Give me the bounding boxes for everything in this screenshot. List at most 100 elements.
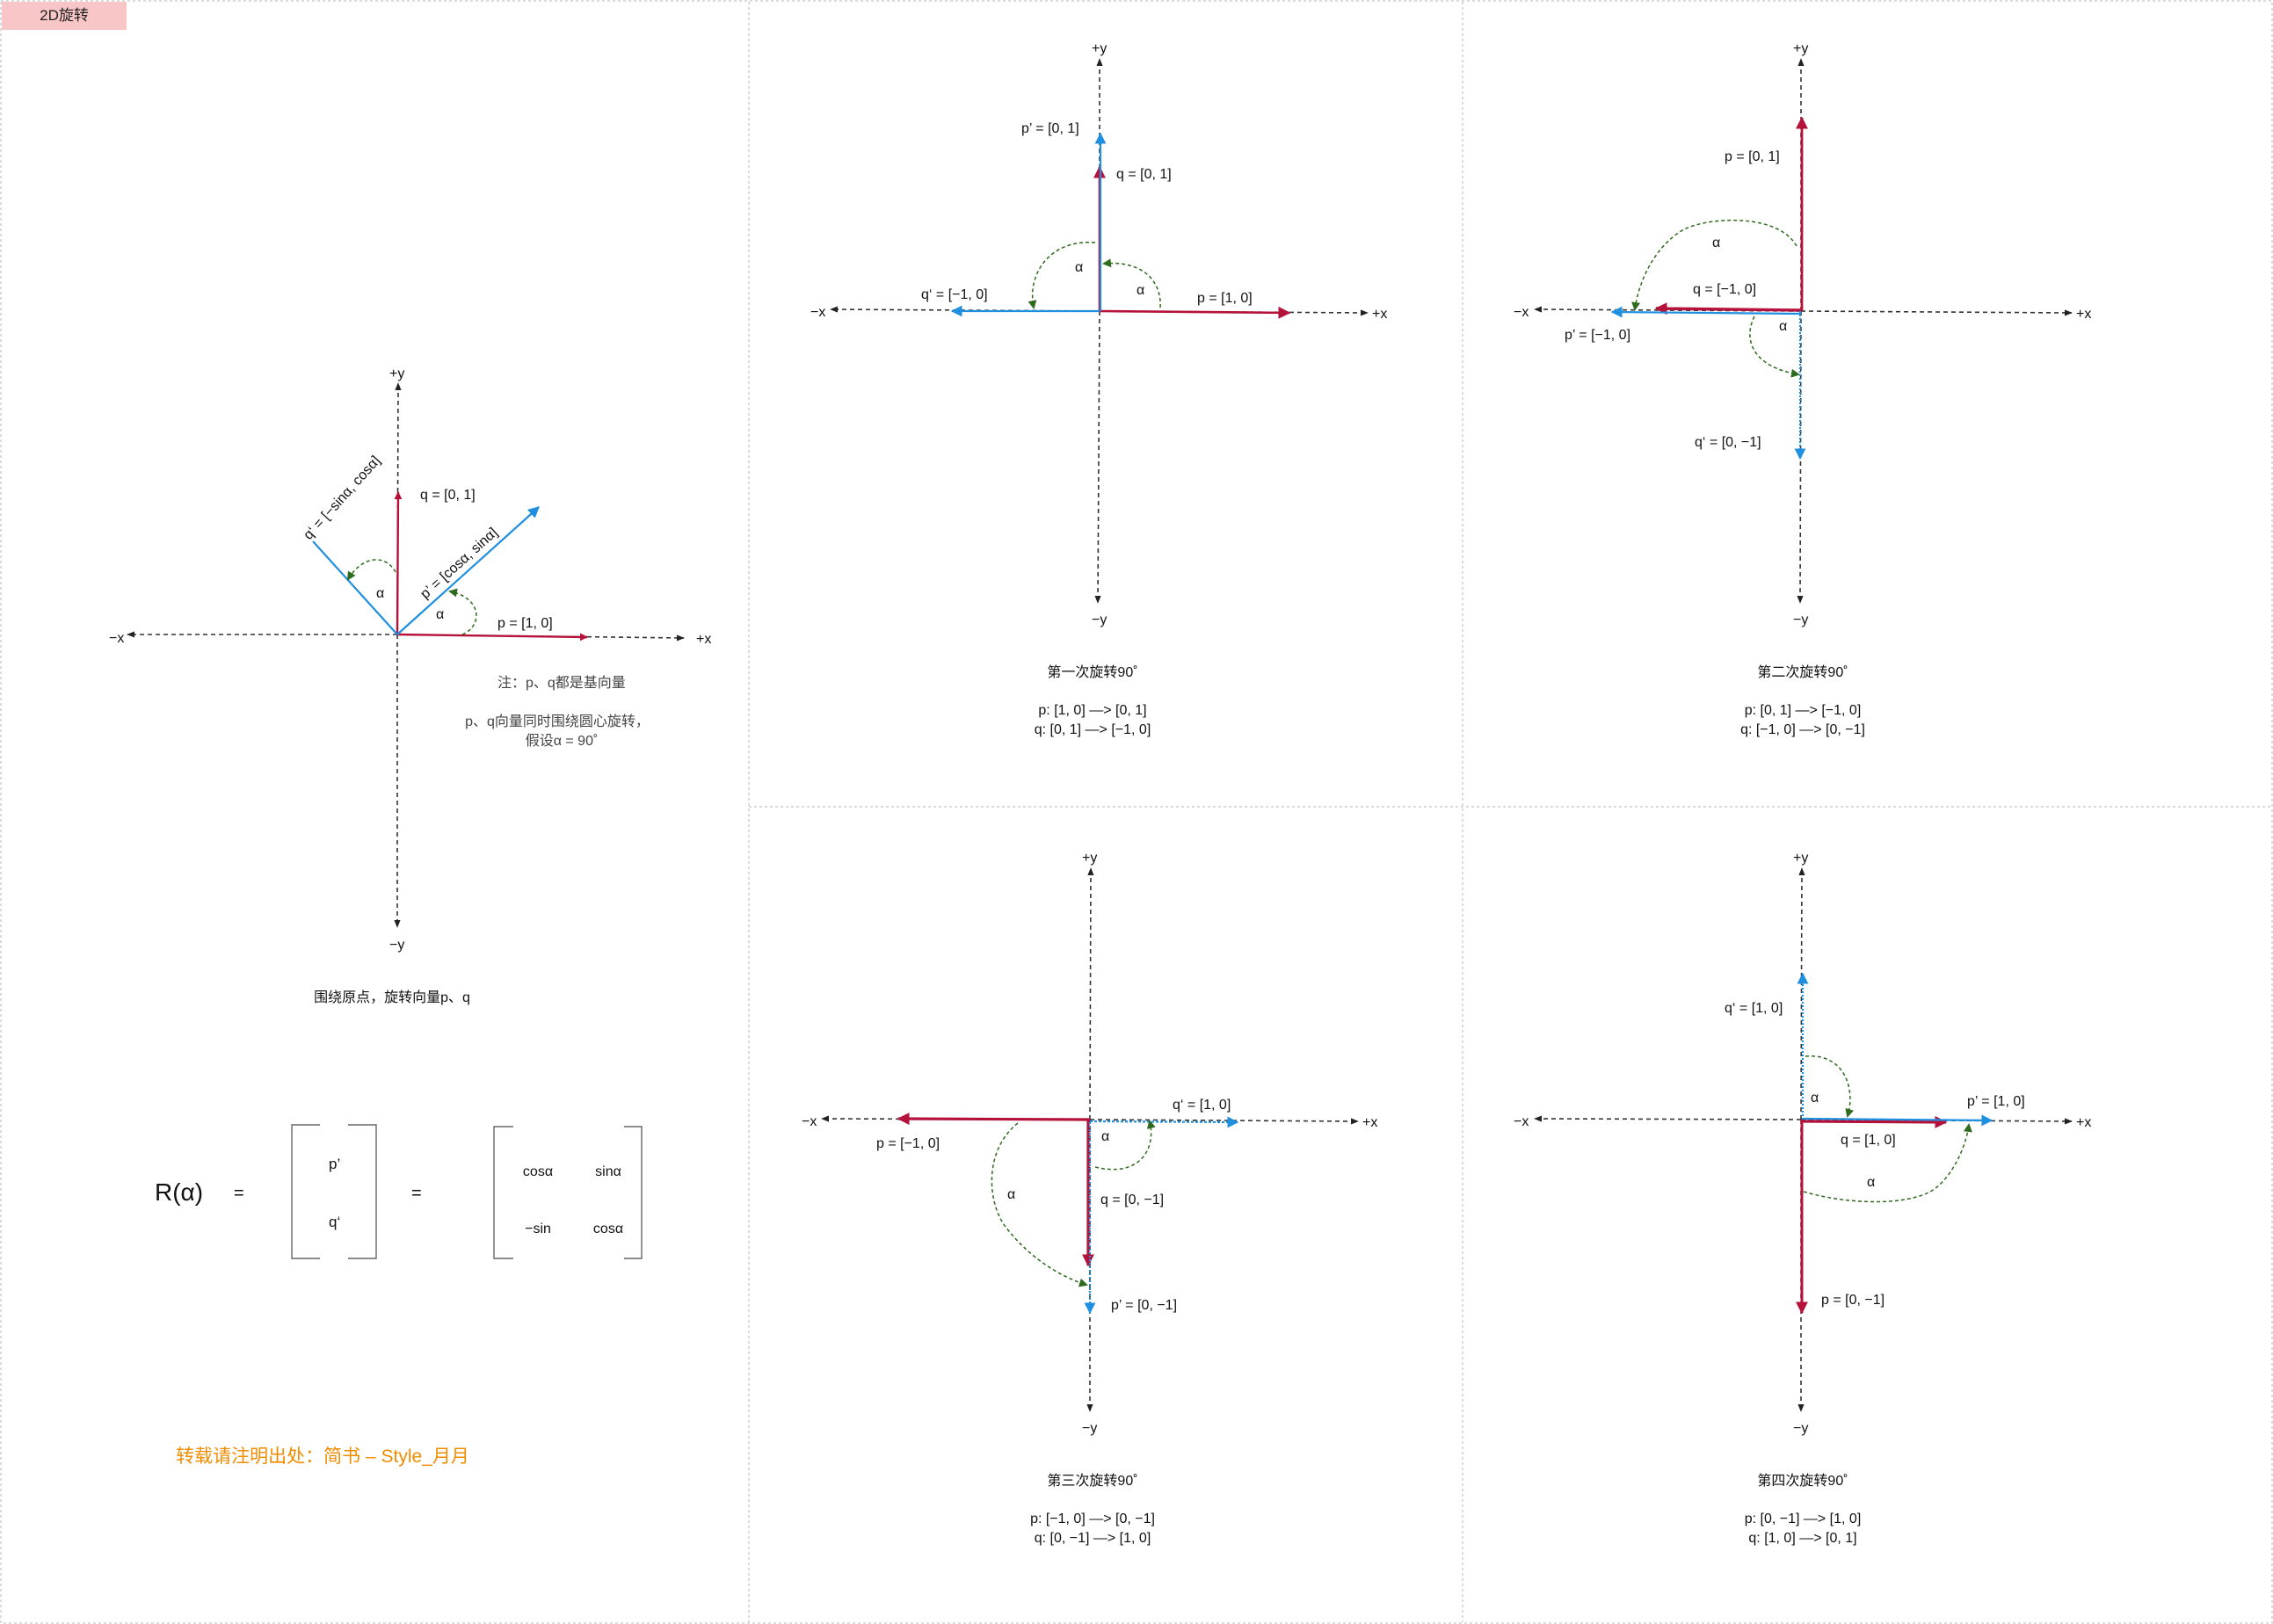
matrix-cell-sin: sinα	[595, 1164, 621, 1179]
p3-line-p: p: [−1, 0] —> [0, −1]	[1030, 1512, 1155, 1526]
p1-vector-p	[1099, 306, 1291, 319]
p4-label-q-prime: q‘ = [1, 0]	[1725, 1001, 1783, 1016]
matrix-cell-cos-2: cosα	[593, 1222, 623, 1236]
main-note-alpha: 假设α = 90˚	[526, 733, 599, 749]
matrix-bracket-left-1	[291, 1124, 320, 1259]
p1-axis-label-neg-x: −x	[810, 305, 825, 320]
p3-label-q: q = [0, −1]	[1100, 1193, 1164, 1207]
matrix-bracket-left-2	[493, 1126, 513, 1259]
p3-axis-pos-x	[1089, 1118, 1359, 1125]
main-label-q: q = [0, 1]	[420, 488, 476, 503]
p4-line-p: p: [0, −1] —> [1, 0]	[1745, 1512, 1862, 1526]
p1-alpha-q: α	[1075, 260, 1083, 275]
p1-label-q-prime: q‘ = [−1, 0]	[921, 287, 988, 302]
p1-caption: 第一次旋转90˚	[1047, 664, 1137, 680]
p1-axis-label-pos-x: +x	[1372, 307, 1387, 322]
p1-angle-arc-p	[1102, 258, 1161, 308]
main-label-q-prime: q‘ = [−sinα, cosα]	[301, 453, 383, 543]
p2-axis-pos-x	[1800, 309, 2073, 316]
main-vector-q	[394, 491, 403, 635]
p1-label-q: q = [0, 1]	[1116, 167, 1172, 182]
p4-axis-neg-x	[1534, 1115, 1802, 1122]
p1-axis-label-pos-y: +y	[1092, 41, 1107, 56]
matrix-row-q: q‘	[329, 1214, 340, 1230]
p1-alpha-p: α	[1136, 283, 1144, 298]
panel-rotation-3: +x −x +y −y p = [−1, 0] q = [0, −1] p’ =…	[802, 851, 1377, 1546]
main-note-basis: 注：p、q都是基向量	[497, 675, 626, 691]
p2-alpha-p: α	[1712, 236, 1720, 250]
p2-label-p: p = [0, 1]	[1725, 149, 1780, 164]
main-label-p-prime: p’ = [cosα, sinα]	[418, 526, 500, 602]
p3-caption: 第三次旋转90˚	[1047, 1473, 1137, 1489]
p4-label-q: q = [1, 0]	[1841, 1133, 1896, 1148]
p4-axis-label-pos-y: +y	[1793, 851, 1808, 866]
panel-rotation-4: +x −x +y −y p = [0, −1] q = [1, 0] p’ = …	[1514, 851, 2091, 1546]
p3-alpha-q: α	[1007, 1187, 1015, 1202]
matrix-bracket-right-2	[624, 1126, 643, 1259]
p2-axis-label-pos-x: +x	[2076, 307, 2091, 322]
main-angle-arc-q	[346, 559, 396, 581]
p2-angle-arc-q	[1749, 315, 1800, 378]
p1-angle-arc-q	[1028, 242, 1096, 309]
p3-axis-label-pos-x: +x	[1362, 1115, 1377, 1130]
p1-axis-neg-y	[1094, 310, 1101, 604]
p3-label-q-prime: q‘ = [1, 0]	[1173, 1098, 1231, 1113]
p1-label-p: p = [1, 0]	[1197, 291, 1253, 306]
p3-axis-pos-y	[1087, 867, 1094, 1120]
p2-axis-label-neg-x: −x	[1514, 305, 1529, 320]
p4-axis-label-neg-x: −x	[1514, 1114, 1529, 1129]
matrix-equals-2: =	[411, 1184, 422, 1203]
main-vector-q-prime	[312, 540, 398, 635]
p1-axis-pos-x	[1099, 309, 1369, 316]
p4-alpha-q: α	[1811, 1091, 1819, 1106]
p4-angle-arc-q	[1805, 1055, 1855, 1118]
panel-rotation-2: +x −x +y −y p = [0, 1] q = [−1, 0] p’ = …	[1514, 41, 2091, 737]
p2-axis-label-neg-y: −y	[1793, 613, 1808, 627]
p3-axis-label-pos-y: +y	[1082, 851, 1097, 866]
p4-axis-label-pos-x: +x	[2076, 1115, 2091, 1130]
main-caption: 围绕原点，旋转向量p、q	[314, 990, 470, 1005]
main-axis-label-neg-x: −x	[109, 631, 124, 646]
main-alpha-p: α	[436, 607, 444, 622]
p3-axis-neg-x	[821, 1115, 1091, 1122]
p3-angle-arc-p	[1094, 1120, 1156, 1171]
p2-label-q-prime: q‘ = [0, −1]	[1695, 435, 1761, 450]
p4-vector-p-prime	[1803, 1114, 1993, 1127]
p4-axis-label-neg-y: −y	[1793, 1421, 1808, 1436]
p4-vector-q	[1801, 1115, 1948, 1128]
rotation-matrix: R(α) = = p’ q‘ cosα sinα −sin cosα	[155, 1124, 643, 1259]
main-axis-label-pos-y: +y	[389, 366, 404, 381]
p3-label-p-prime: p’ = [0, −1]	[1111, 1298, 1177, 1313]
main-axis-label-pos-x: +x	[696, 632, 711, 647]
credit-text: 转载请注明出处：简书 – Style_月月	[176, 1446, 469, 1467]
main-axis-label-neg-y: −y	[389, 938, 404, 953]
main-vector-p-prime	[396, 506, 540, 635]
p3-axis-label-neg-x: −x	[802, 1114, 817, 1129]
p4-label-p-prime: p’ = [1, 0]	[1967, 1094, 2025, 1109]
p1-axis-label-neg-y: −y	[1092, 613, 1107, 627]
p4-caption: 第四次旋转90˚	[1757, 1473, 1848, 1489]
matrix-bracket-right-1	[348, 1124, 377, 1259]
p2-angle-arc-p	[1631, 219, 1797, 311]
p3-alpha-p: α	[1101, 1129, 1109, 1144]
p4-label-p: p = [0, −1]	[1821, 1293, 1884, 1308]
p4-line-q: q: [1, 0] —> [0, 1]	[1748, 1531, 1856, 1546]
p1-label-p-prime: p’ = [0, 1]	[1021, 121, 1079, 136]
p2-label-q: q = [−1, 0]	[1693, 282, 1756, 297]
p2-vector-q	[1654, 302, 1803, 315]
p1-line-p: p: [1, 0] —> [0, 1]	[1038, 703, 1146, 718]
p1-line-q: q: [0, 1] —> [−1, 0]	[1035, 722, 1151, 737]
p2-line-q: q: [−1, 0] —> [0, −1]	[1740, 722, 1865, 737]
frame-label-tab[interactable]: 2D旋转	[2, 2, 127, 30]
p2-line-p: p: [0, 1] —> [−1, 0]	[1745, 703, 1862, 718]
matrix-cell-neg-sin: −sin	[525, 1222, 551, 1236]
p4-alpha-p: α	[1867, 1175, 1875, 1190]
p2-alpha-q: α	[1779, 319, 1787, 334]
p3-line-q: q: [0, −1] —> [1, 0]	[1035, 1531, 1151, 1546]
panel-rotation-1: +x −x +y −y p = [1, 0] q = [0, 1] p’ = […	[810, 41, 1387, 737]
p2-vector-p-prime	[1610, 306, 1802, 318]
p2-axis-label-pos-y: +y	[1793, 41, 1808, 56]
main-diagram: +x −x +y −y p = [1, 0] q = [0, 1] p’ = […	[109, 366, 711, 1005]
